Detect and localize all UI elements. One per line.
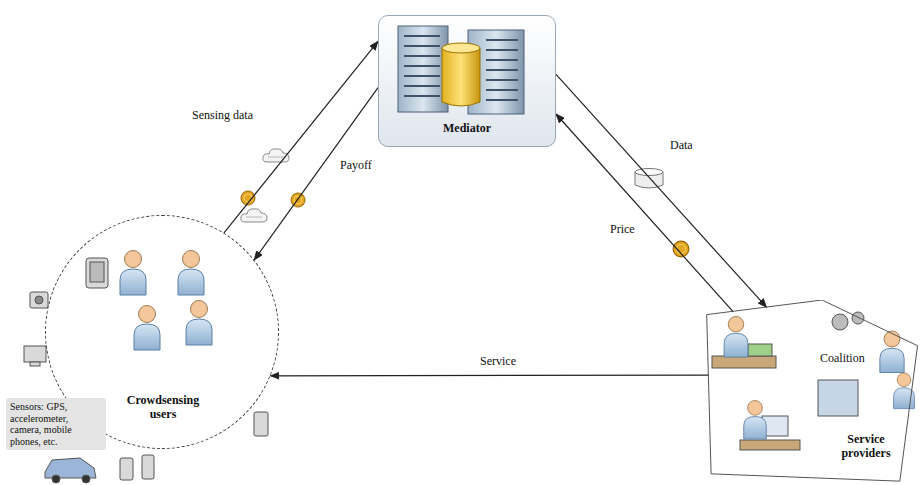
provider-region: Service providers: [700, 300, 922, 483]
flow-label: Sensing data: [190, 108, 255, 123]
flow-label: Payoff: [338, 158, 374, 173]
coalition-label: Coalition: [818, 352, 867, 366]
node-title: Service providers: [826, 433, 906, 461]
mediator-box: Mediator: [378, 15, 556, 147]
flow-label: Price: [608, 222, 637, 237]
flow-arrow: [556, 74, 767, 307]
node-title: Mediator: [379, 122, 555, 136]
flow-arrow: [254, 88, 378, 260]
flow-arrow: [556, 114, 733, 312]
sensor-note: Sensors: GPS, accelerometer, camera, mob…: [6, 398, 106, 450]
flow-label: Service: [478, 354, 518, 369]
flow-label: Data: [668, 138, 695, 153]
flow-arrow: [224, 41, 378, 232]
flow-arrow: [270, 374, 708, 376]
node-title: Crowdsensing users: [118, 394, 208, 422]
